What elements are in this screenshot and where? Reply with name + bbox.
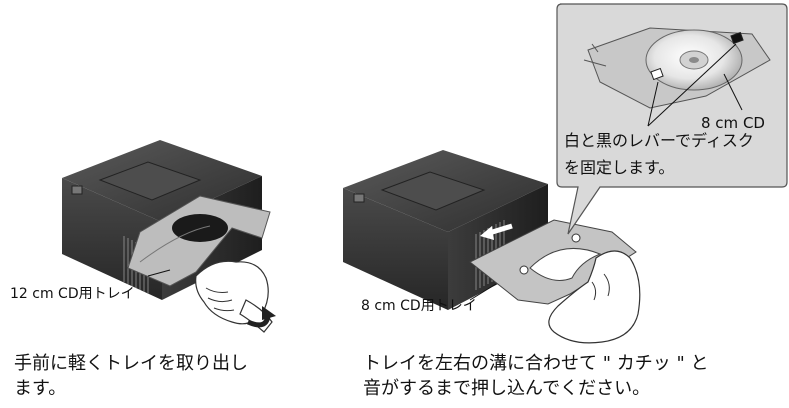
- disc-8cm-label: 8 cm CD: [701, 114, 765, 132]
- eject-button-icon: [353, 193, 365, 203]
- callout-note-line2: を固定します。: [564, 158, 675, 177]
- eject-button-icon: [71, 185, 83, 195]
- white-lever-icon: [650, 67, 664, 81]
- callout-pointers: [647, 43, 743, 127]
- cd-changer-right: [343, 150, 548, 310]
- insert-arrow-icon: [480, 223, 513, 240]
- black-lever-icon: [730, 31, 744, 45]
- tray-hole: [172, 214, 228, 242]
- tray-12cm: [127, 195, 271, 287]
- left-caption-line2: ます。: [14, 378, 67, 399]
- tray-8cm-label: 8 cm CD用トレイ: [361, 298, 477, 314]
- leader-line-8cm: [469, 283, 497, 301]
- right-caption-line2: 音がするまで押し込んでください。: [363, 378, 651, 399]
- right-caption-line1: トレイを左右の溝に合わせて " カチッ " と: [363, 353, 709, 374]
- left-caption-line1: 手前に軽くトレイを取り出し: [14, 353, 248, 374]
- callout-note-line1: 白と黒のレバーでディスク: [564, 131, 754, 150]
- hand-left: [195, 260, 273, 333]
- tray-12cm-label: 12 cm CD用トレイ: [10, 286, 135, 302]
- leader-line-12cm: [147, 269, 171, 277]
- changer-side: [448, 184, 548, 310]
- changer-front: [343, 188, 448, 310]
- hand-right: [548, 250, 641, 344]
- pull-arrow-icon: [246, 306, 276, 328]
- cd-8cm-disc: [645, 29, 743, 91]
